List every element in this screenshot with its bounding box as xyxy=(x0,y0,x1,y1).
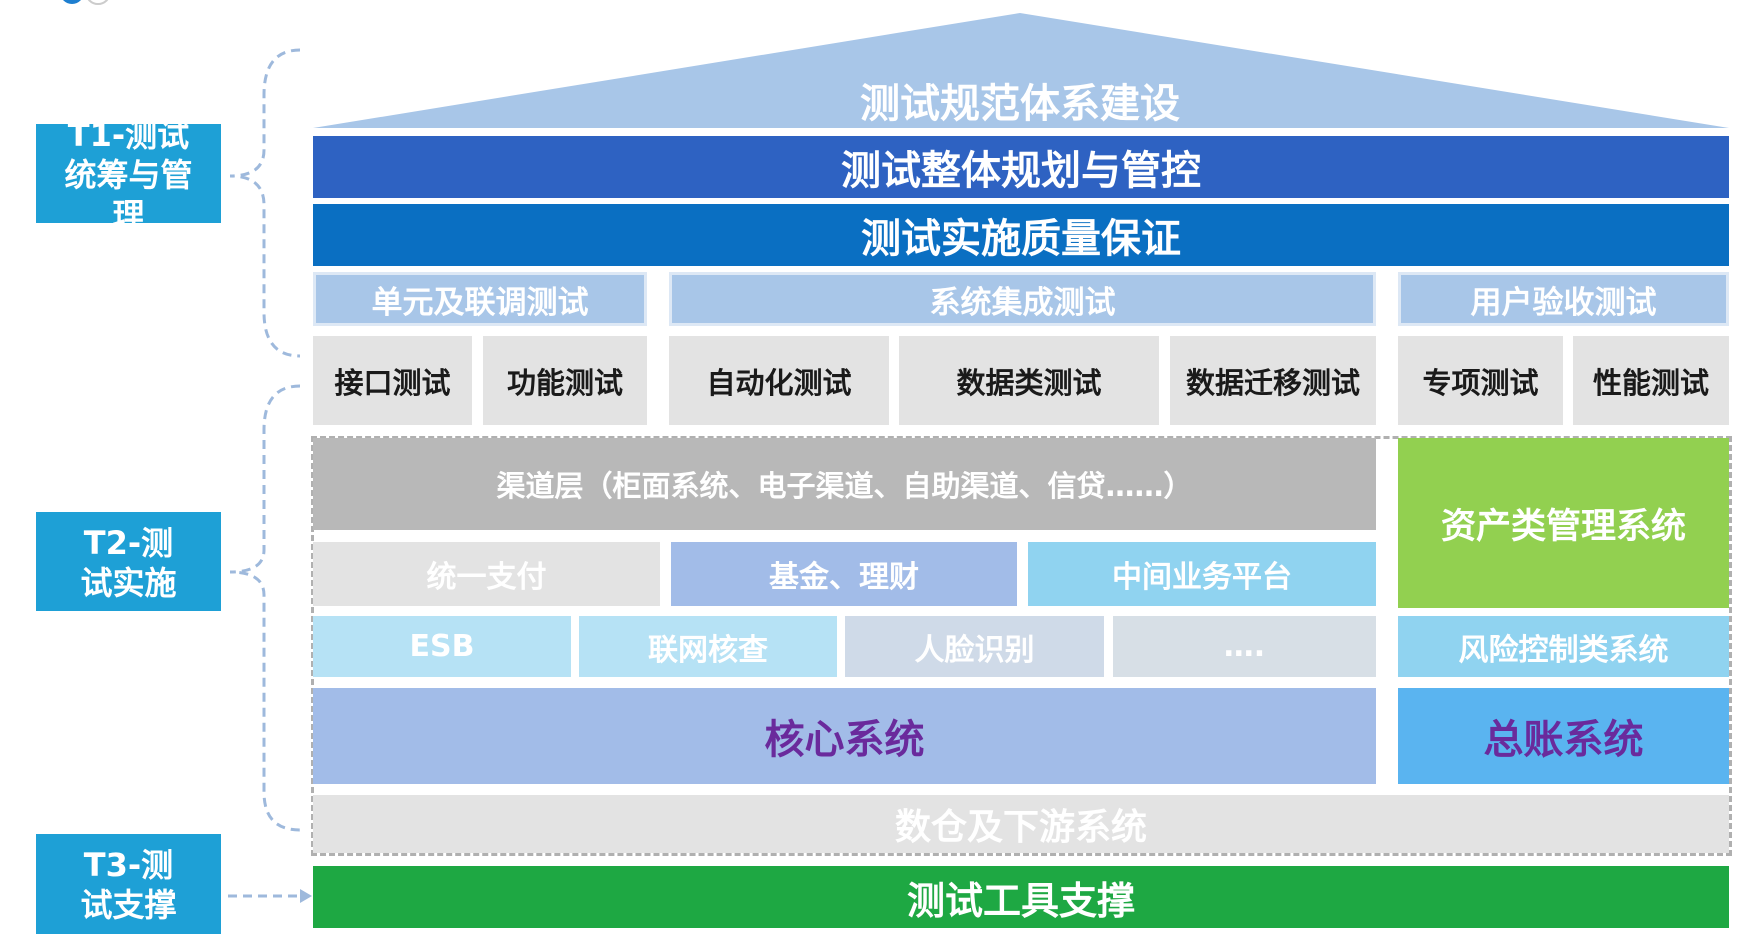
test-type-automation: 自动化测试 xyxy=(669,336,889,425)
test-type-migration: 数据迁移测试 xyxy=(1170,336,1376,425)
tier-t3-label: T3-测试支撑 xyxy=(36,834,221,934)
unified-payment: 统一支付 xyxy=(313,542,660,606)
test-type-data: 数据类测试 xyxy=(899,336,1159,425)
tier-t1-text: T1-测试统筹与管理 xyxy=(64,115,193,234)
test-type-interface: 接口测试 xyxy=(313,336,472,425)
tools-band: 测试工具支撑 xyxy=(313,866,1729,928)
general-ledger-system: 总账系统 xyxy=(1398,688,1729,784)
test-type-performance: 性能测试 xyxy=(1573,336,1729,425)
t1-bracket xyxy=(229,48,301,358)
core-system: 核心系统 xyxy=(313,688,1376,784)
esb-system: ESB xyxy=(313,616,571,677)
tier-t2-label: T2-测试实施 xyxy=(36,512,221,611)
tier-t1-label: T1-测试统筹与管理 xyxy=(36,116,221,234)
t2-bracket xyxy=(229,384,301,832)
category-unit-test: 单元及联调测试 xyxy=(313,272,647,326)
planning-band: 测试整体规划与管控 xyxy=(313,136,1729,198)
test-type-special: 专项测试 xyxy=(1398,336,1563,425)
category-uat: 用户验收测试 xyxy=(1398,272,1729,326)
more-systems: …. xyxy=(1113,616,1376,677)
data-warehouse: 数仓及下游系统 xyxy=(313,795,1729,853)
face-recognition: 人脸识别 xyxy=(845,616,1104,677)
risk-control-system: 风险控制类系统 xyxy=(1398,616,1729,677)
roof-title: 测试规范体系建设 xyxy=(860,81,1180,127)
fund-wealth: 基金、理财 xyxy=(671,542,1017,606)
channel-layer: 渠道层（柜面系统、电子渠道、自助渠道、信贷……） xyxy=(313,438,1376,530)
t3-arrow-head xyxy=(300,889,312,903)
quality-band: 测试实施质量保证 xyxy=(313,204,1729,266)
systems-container xyxy=(311,436,1732,856)
middle-business-platform: 中间业务平台 xyxy=(1028,542,1376,606)
test-type-function: 功能测试 xyxy=(483,336,647,425)
tier-t3-text: T3-测试支撑 xyxy=(80,846,177,924)
tier-t2-text: T2-测试实施 xyxy=(80,523,177,602)
network-verification: 联网核查 xyxy=(579,616,837,677)
category-system-integration: 系统集成测试 xyxy=(669,272,1376,326)
asset-management-system: 资产类管理系统 xyxy=(1398,438,1729,608)
